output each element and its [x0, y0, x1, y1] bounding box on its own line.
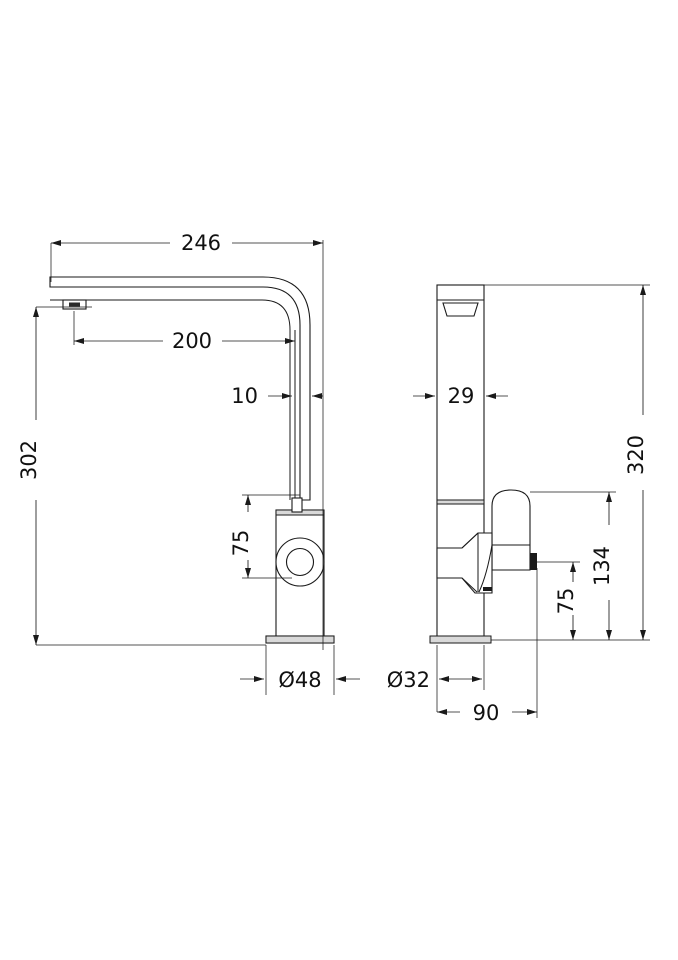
side-spout-outlet — [437, 299, 484, 317]
dimension-90: 90 — [437, 568, 538, 725]
handle-ring — [275, 537, 325, 587]
dimension-label-90: 90 — [473, 701, 500, 725]
dimension-label-d48: Ø48 — [278, 668, 321, 692]
dimension-d48: Ø48 — [240, 645, 360, 695]
dimension-29: 29 — [413, 384, 508, 408]
dimension-75-side: 75 — [537, 561, 580, 640]
dimension-320: 320 — [484, 284, 650, 641]
spout-arm — [49, 276, 311, 501]
cartridge-body — [436, 532, 493, 594]
spout-aerator — [62, 299, 87, 310]
side-base-flange — [429, 635, 492, 644]
dimension-label-200: 200 — [172, 329, 212, 353]
dimension-label-75-front: 75 — [229, 530, 253, 557]
dimension-label-246: 246 — [181, 231, 221, 255]
cartridge-indicator — [483, 587, 492, 591]
dimension-label-d32: Ø32 — [387, 668, 430, 692]
front-elevation-view — [49, 276, 335, 644]
lever-handle — [491, 489, 531, 571]
dimension-d32: Ø32 — [387, 645, 485, 712]
dimension-label-302: 302 — [17, 440, 41, 480]
base-flange — [265, 635, 335, 644]
dimension-label-10: 10 — [231, 384, 258, 408]
dimension-75-front: 75 — [229, 494, 300, 579]
dimension-246: 246 — [50, 231, 324, 650]
dimension-label-320: 320 — [624, 435, 648, 475]
dimension-label-134: 134 — [590, 546, 614, 586]
dimension-200: 200 — [73, 311, 295, 353]
dimension-label-29: 29 — [448, 384, 475, 408]
lever-indicator — [530, 553, 537, 570]
dimension-10: 10 — [231, 384, 323, 408]
aerator-screen — [69, 302, 80, 307]
dimension-302: 302 — [17, 306, 266, 646]
side-elevation-view — [429, 284, 537, 644]
dimension-label-75-side: 75 — [554, 588, 578, 615]
dimension-134: 134 — [530, 491, 616, 640]
